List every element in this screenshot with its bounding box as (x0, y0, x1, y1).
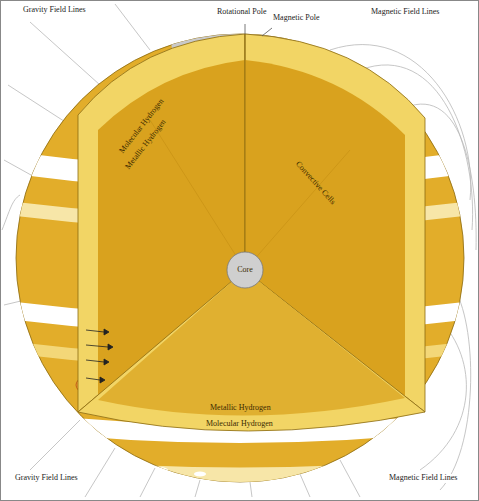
core-sphere (227, 252, 263, 288)
pole-label: Magnetic Pole (272, 14, 320, 23)
rotation-arrows (86, 329, 113, 383)
field-label: Magnetic Field Lines (388, 474, 458, 483)
field-label: Magnetic Field Lines (370, 8, 440, 17)
layer-label: Metallic Hydrogen (210, 404, 271, 413)
cutaway (78, 34, 425, 431)
magnetic-axis (262, 28, 272, 36)
core-label: Core (237, 266, 253, 275)
planet-sphere (16, 34, 464, 482)
rotation-axis (245, 24, 246, 34)
field-label: Gravity Field Lines (22, 6, 87, 15)
pole-label: Rotational Pole (216, 8, 268, 17)
field-label: Gravity Field Lines (14, 474, 79, 483)
layer-label: Molecular Hydrogen (206, 420, 273, 429)
cloud-bands (0, 32, 479, 483)
